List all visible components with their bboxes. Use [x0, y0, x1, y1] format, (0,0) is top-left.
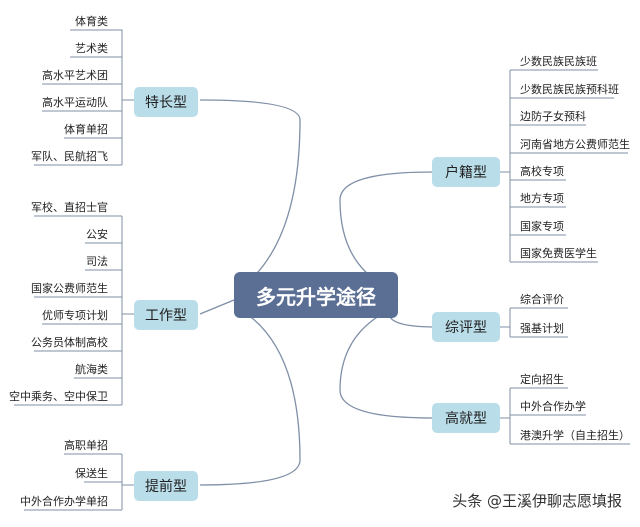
branch-node-huji: 户籍型 — [432, 157, 500, 187]
center-title: 多元升学途径 — [256, 284, 376, 309]
leaf-item: 保送生 — [75, 467, 108, 480]
branch-node-tiqian: 提前型 — [134, 471, 198, 501]
leaf-item: 中外合作办学 — [520, 400, 586, 413]
leaf-item: 高校专项 — [520, 165, 564, 178]
leaf-item: 强基计划 — [520, 322, 564, 335]
branch-node-gongzuo: 工作型 — [134, 300, 198, 330]
branch-label: 高就型 — [445, 411, 487, 427]
leaf-item: 体育单招 — [64, 123, 108, 136]
leaf-item: 少数民族民族班 — [520, 55, 597, 68]
leaf-item: 空中乘务、空中保卫 — [9, 390, 108, 403]
branch-node-techang: 特长型 — [134, 87, 198, 117]
branch-label: 户籍型 — [445, 165, 487, 181]
leaf-item: 定向招生 — [520, 373, 564, 386]
leaf-item: 优师专项计划 — [42, 309, 108, 322]
leaf-item: 公务员体制高校 — [31, 336, 108, 349]
leaf-item: 地方专项 — [520, 192, 564, 205]
branch-label: 工作型 — [145, 308, 187, 324]
leaf-item: 航海类 — [75, 363, 108, 376]
branch-label: 提前型 — [145, 479, 187, 495]
leaf-item: 国家专项 — [520, 220, 564, 233]
leaf-item: 体育类 — [75, 15, 108, 28]
leaf-item: 公安 — [86, 228, 108, 241]
leaf-item: 综合评价 — [520, 293, 564, 306]
leaf-item: 国家免费医学生 — [520, 247, 597, 260]
branch-node-gaojiu: 高就型 — [432, 403, 500, 433]
branch-label: 综评型 — [445, 320, 487, 336]
leaf-item: 艺术类 — [75, 42, 108, 55]
leaf-item: 港澳升学（自主招生） — [520, 429, 630, 442]
leaf-item: 高水平运动队 — [42, 96, 108, 109]
leaf-item: 军校、直招士官 — [31, 201, 108, 214]
leaf-item: 少数民族民族预科班 — [520, 83, 619, 96]
leaf-item: 高水平艺术团 — [42, 69, 108, 82]
leaf-item: 军队、民航招飞 — [31, 150, 108, 163]
branch-label: 特长型 — [145, 95, 187, 111]
watermark: 头条 @王溪伊聊志愿填报 — [452, 492, 622, 510]
leaf-item: 中外合作办学单招 — [20, 495, 108, 508]
leaf-item: 司法 — [86, 255, 108, 268]
branch-node-zongping: 综评型 — [432, 312, 500, 342]
leaf-item: 国家公费师范生 — [31, 282, 108, 295]
leaf-item: 边防子女预科 — [520, 110, 586, 123]
leaf-item: 河南省地方公费师范生 — [520, 138, 630, 151]
center-node: 多元升学途径 — [234, 272, 398, 318]
leaf-item: 高职单招 — [64, 439, 108, 452]
